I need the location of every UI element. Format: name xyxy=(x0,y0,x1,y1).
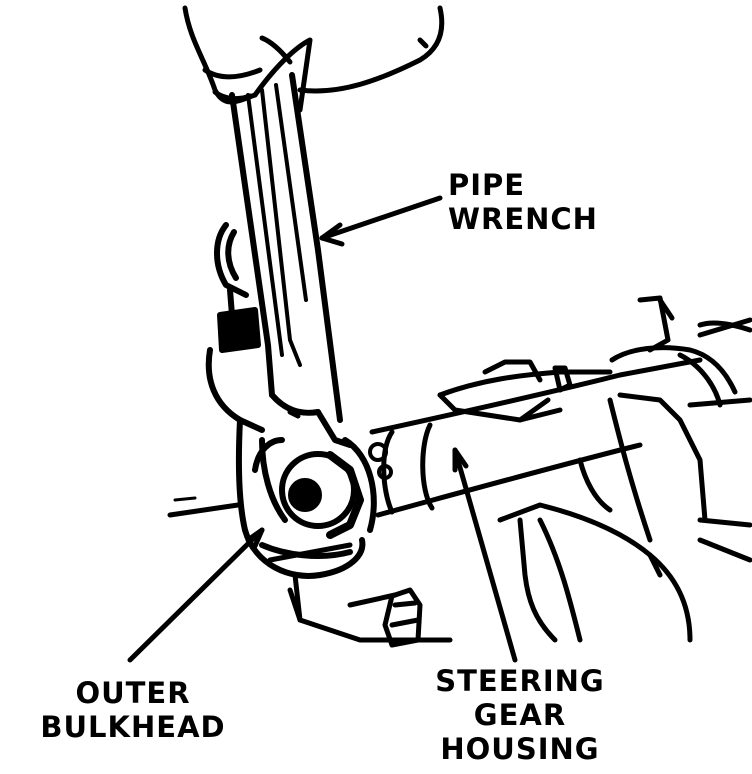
label-steering-gear-housing-line-1: STEERING xyxy=(435,664,605,698)
label-pipe-wrench: PIPE WRENCH xyxy=(448,168,598,236)
label-outer-bulkhead: OUTER BULKHEAD xyxy=(28,676,238,744)
leader-lines xyxy=(127,195,518,663)
label-outer-bulkhead-line-1: OUTER xyxy=(75,676,191,710)
label-steering-gear-housing-line-2: GEAR xyxy=(473,698,567,732)
steering-gear-housing-drawing xyxy=(167,295,752,648)
label-outer-bulkhead-line-2: BULKHEAD xyxy=(40,710,226,744)
label-pipe-wrench-line-2: WRENCH xyxy=(448,202,598,236)
label-pipe-wrench-line-1: PIPE xyxy=(448,168,526,202)
hand-drawing xyxy=(182,5,445,113)
label-steering-gear-housing: STEERING GEAR HOUSING xyxy=(420,664,620,766)
label-steering-gear-housing-line-3: HOUSING xyxy=(440,732,600,766)
pipe-wrench-drawing xyxy=(205,72,377,579)
